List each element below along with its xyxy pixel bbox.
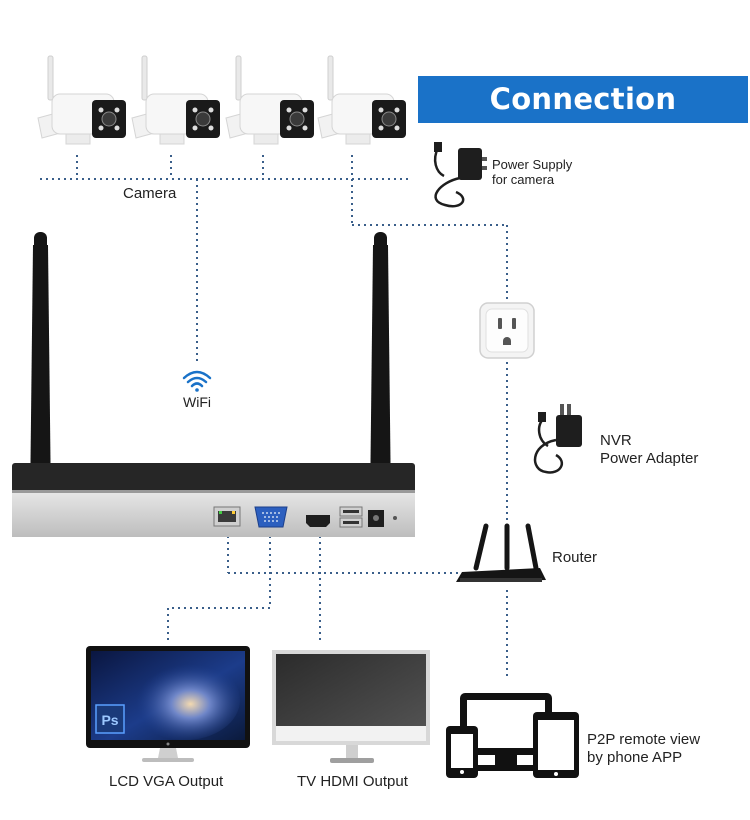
router-icon (456, 523, 546, 582)
nvr-icon (12, 463, 415, 537)
lcd-vga-label: LCD VGA Output (109, 773, 224, 790)
ps-logo: Ps (101, 712, 118, 728)
camera-icon (225, 55, 314, 145)
camera-icon (317, 55, 406, 145)
p2p-label: P2P remote view by phone APP (587, 731, 701, 766)
router-label: Router (552, 549, 598, 566)
wall-outlet-icon (479, 302, 535, 359)
camera-icon (37, 55, 126, 145)
tv-icon (272, 650, 430, 763)
connector-lines (40, 155, 508, 680)
power-supply-icon (433, 142, 487, 208)
camera-label: Camera (123, 185, 177, 202)
devices-icon (446, 693, 579, 778)
wifi-icon (182, 370, 212, 392)
camera-icon (131, 55, 220, 145)
lcd-monitor-icon: Ps (86, 646, 250, 762)
wifi-label: WiFi (183, 394, 211, 410)
power-supply-label: Power Supply for camera (492, 157, 573, 187)
diagram-title: Connection Diagram (418, 76, 748, 163)
nvr-power-adapter-icon (533, 404, 582, 474)
tv-hdmi-label: TV HDMI Output (297, 773, 408, 790)
nvr-adapter-label: NVR Power Adapter (600, 432, 699, 467)
cameras (37, 55, 406, 145)
antenna-icon (30, 232, 391, 505)
